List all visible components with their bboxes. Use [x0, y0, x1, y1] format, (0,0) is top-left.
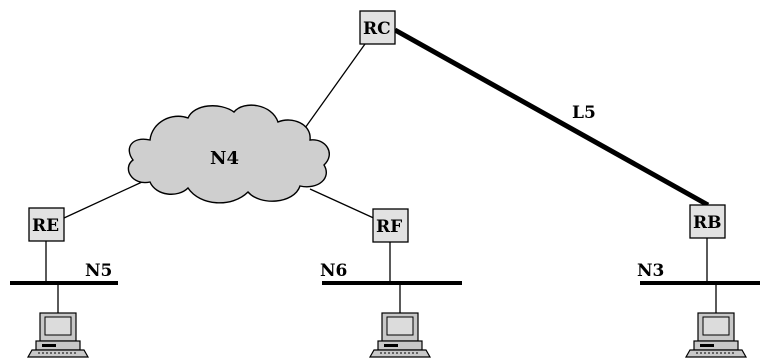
network-label-n4: N4 — [210, 148, 239, 169]
router-re: RE — [28, 207, 65, 242]
link-re-n4 — [63, 181, 143, 219]
router-label-re: RE — [32, 216, 59, 236]
router-label-rf: RF — [376, 217, 402, 237]
router-rb: RB — [689, 204, 726, 239]
cloud-n4: N4 — [127, 104, 330, 204]
computer-icon — [368, 312, 432, 358]
router-label-rc: RC — [363, 19, 391, 39]
link-label-l5: L5 — [572, 103, 596, 123]
computer-icon — [684, 312, 748, 358]
router-rc: RC — [359, 10, 396, 45]
network-label-n3: N3 — [637, 261, 664, 281]
router-rf: RF — [372, 208, 409, 243]
network-label-n5: N5 — [85, 261, 112, 281]
link-rc-n4 — [304, 43, 366, 129]
computer-icon — [26, 312, 90, 358]
network-label-n6: N6 — [320, 261, 347, 281]
router-label-rb: RB — [693, 213, 722, 233]
link-l5-rc-rb — [393, 27, 710, 208]
link-rf-n4 — [309, 188, 379, 221]
